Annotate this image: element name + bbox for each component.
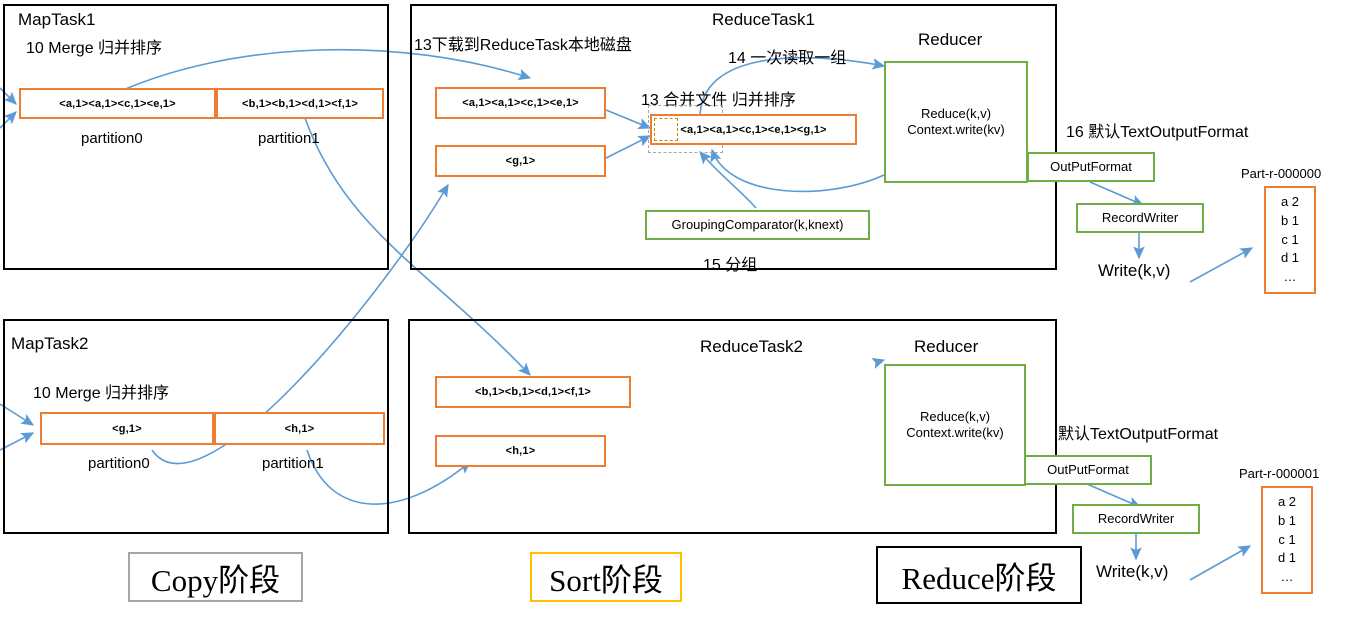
phase-label-copy: Copy阶段 [128, 552, 303, 602]
reducetask2-reducer-box[interactable]: Reduce(k,v) Context.write(kv) [884, 364, 1026, 486]
reducetask2-write-label: Write(k,v) [1096, 562, 1169, 581]
reducetask1-reducer-title: Reducer [918, 30, 983, 49]
phase-label-reduce: Reduce阶段 [876, 546, 1082, 604]
reducetask1-reducer-line2: Context.write(kv) [907, 122, 1005, 137]
reducetask2-reducer-title: Reducer [914, 337, 979, 356]
part-row: c 1 [1278, 531, 1296, 547]
maptask2-container [3, 319, 389, 534]
maptask1-partition1-box[interactable]: <b,1><b,1><d,1><f,1> [216, 88, 384, 119]
part-row: d 1 [1277, 550, 1297, 566]
reducetask2-input-box-1[interactable]: <b,1><b,1><d,1><f,1> [435, 376, 631, 408]
reducetask1-recordwriter-box[interactable]: RecordWriter [1076, 203, 1204, 233]
reducetask1-input-1-content: <a,1><a,1><c,1><e,1> [462, 97, 579, 109]
phase-sort-text: Sort阶段 [549, 562, 663, 598]
reducetask2-format-label: 默认TextOutputFormat [1058, 426, 1219, 443]
maptask1-partition0-content: <a,1><a,1><c,1><e,1> [59, 97, 176, 110]
maptask1-partition0-box[interactable]: <a,1><a,1><c,1><e,1> [19, 88, 216, 119]
reducetask2-input-1-content: <b,1><b,1><d,1><f,1> [475, 386, 591, 398]
part-row: d 1 [1280, 250, 1300, 266]
reducetask1-reducer-box[interactable]: Reduce(k,v) Context.write(kv) [884, 61, 1028, 183]
reducetask2-part-file[interactable]: a 2 b 1 c 1 d 1 … [1261, 486, 1313, 594]
reducetask1-recordwriter-label: RecordWriter [1101, 209, 1179, 225]
reducetask2-input-2-content: <h,1> [505, 445, 536, 457]
maptask1-partition1-label: partition1 [258, 130, 320, 147]
part-row: … [1283, 269, 1297, 285]
reducetask1-read-group-label: 14 一次读取一组 [728, 50, 847, 67]
maptask2-partition0-label: partition0 [88, 455, 150, 472]
arrow-write-to-part-2 [1189, 545, 1252, 581]
maptask1-partition0-label: partition0 [81, 130, 143, 147]
reducetask1-part-file[interactable]: a 2 b 1 c 1 d 1 … [1264, 186, 1316, 294]
reducetask2-title: ReduceTask2 [700, 337, 804, 356]
reducetask1-container [410, 4, 1057, 270]
maptask1-merge-label: 10 Merge 归并排序 [26, 40, 163, 57]
maptask1-container [3, 4, 389, 270]
reducetask1-outputformat-label: OutPutFormat [1050, 158, 1132, 174]
grouping-comparator-label: GroupingComparator(k,knext) [671, 216, 844, 232]
reducetask1-outputformat-box[interactable]: OutPutFormat [1027, 152, 1155, 182]
reducetask2-reducer-line1: Reduce(k,v) [919, 408, 991, 424]
reducetask2-reducer-line2: Context.write(kv) [906, 425, 1004, 440]
reducetask2-input-box-2[interactable]: <h,1> [435, 435, 606, 467]
reducetask2-outputformat-label: OutPutFormat [1047, 461, 1129, 477]
reducetask1-download-label: 13下载到ReduceTask本地磁盘 [414, 37, 632, 54]
maptask2-partition1-box[interactable]: <h,1> [214, 412, 385, 445]
maptask2-partition0-content: <g,1> [112, 422, 142, 435]
part-row: a 2 [1277, 493, 1297, 509]
arrow-write-to-part-1 [1189, 247, 1254, 283]
part-row: c 1 [1281, 231, 1299, 247]
reducetask1-write-label: Write(k,v) [1098, 261, 1171, 280]
reducetask1-merged-content: <a,1><a,1><c,1><e,1><g,1> [680, 123, 827, 136]
maptask1-title: MapTask1 [18, 10, 96, 29]
maptask2-partition0-box[interactable]: <g,1> [40, 412, 214, 445]
part-row: a 2 [1280, 193, 1300, 209]
reducetask1-input-box-2[interactable]: <g,1> [435, 145, 606, 177]
merged-first-key-highlight [654, 118, 678, 141]
maptask2-partition1-label: partition1 [262, 455, 324, 472]
grouping-step-label: 15 分组 [703, 257, 758, 274]
reducetask1-merged-box[interactable]: <a,1><a,1><c,1><e,1><g,1> [650, 114, 857, 145]
reducetask1-title: ReduceTask1 [712, 10, 816, 29]
reducetask1-reducer-line1: Reduce(k,v) [920, 105, 992, 121]
part-row: b 1 [1280, 212, 1300, 228]
phase-copy-text: Copy阶段 [150, 562, 281, 598]
maptask1-partition1-content: <b,1><b,1><d,1><f,1> [242, 97, 358, 110]
reducetask2-part-name: Part-r-000001 [1239, 466, 1320, 481]
reducetask1-merge-files-label: 13 合并文件 归并排序 [641, 92, 796, 109]
phase-reduce-text: Reduce阶段 [901, 560, 1057, 596]
reducetask1-format-label: 16 默认TextOutputFormat [1066, 124, 1249, 141]
reducetask1-part-name: Part-r-000000 [1241, 166, 1322, 181]
reducetask2-outputformat-box[interactable]: OutPutFormat [1024, 455, 1152, 485]
grouping-comparator-box[interactable]: GroupingComparator(k,knext) [645, 210, 870, 240]
reducetask2-container [408, 319, 1057, 534]
phase-label-sort: Sort阶段 [530, 552, 682, 602]
part-row: b 1 [1277, 512, 1297, 528]
part-row: … [1280, 569, 1294, 585]
maptask2-partition1-content: <h,1> [284, 422, 315, 435]
maptask2-merge-label: 10 Merge 归并排序 [33, 385, 170, 402]
reducetask2-recordwriter-label: RecordWriter [1097, 510, 1175, 526]
maptask2-title: MapTask2 [11, 334, 89, 353]
reducetask2-recordwriter-box[interactable]: RecordWriter [1072, 504, 1200, 534]
arrow-outputformat-to-recordwriter-1 [1089, 181, 1145, 206]
reducetask1-input-2-content: <g,1> [505, 155, 536, 167]
reducetask1-input-box-1[interactable]: <a,1><a,1><c,1><e,1> [435, 87, 606, 119]
